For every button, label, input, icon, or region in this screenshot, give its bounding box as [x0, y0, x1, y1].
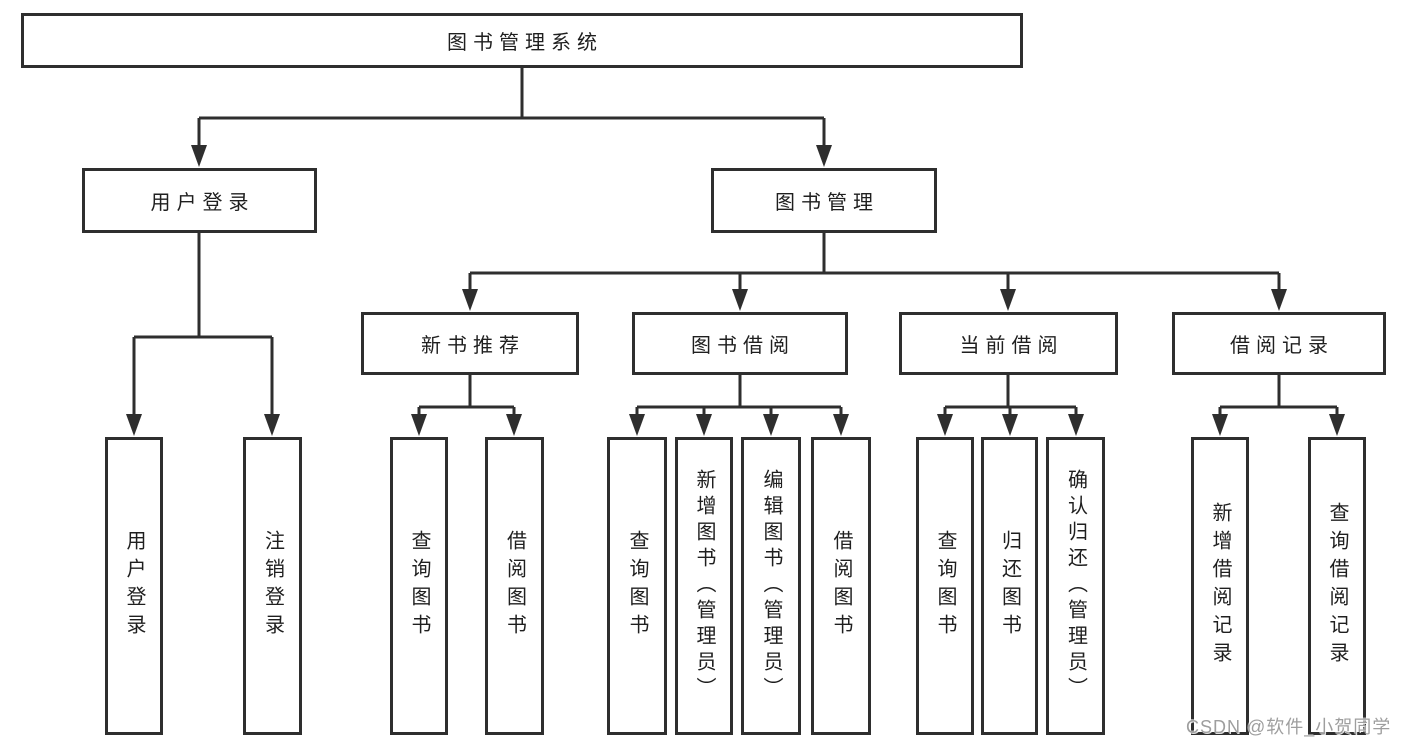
leaf-logout: 注销登录 [243, 437, 302, 735]
node-user-login: 用户登录 [82, 168, 317, 233]
node-borrow-records-label: 借阅记录 [1230, 335, 1334, 357]
node-new-book-recommend: 新书推荐 [361, 312, 579, 375]
leaf-edit-book-admin: 编辑图书（管理员） [741, 437, 801, 735]
root-connector [191, 68, 832, 167]
node-book-borrow: 图书借阅 [632, 312, 848, 375]
leaf-add-borrow-record-label: 新增借阅记录 [1209, 502, 1231, 670]
leaf-return-book: 归还图书 [981, 437, 1038, 735]
leaf-query-books-recommend: 查询图书 [390, 437, 448, 735]
node-book-borrow-label: 图书借阅 [691, 335, 795, 357]
node-root: 图书管理系统 [21, 13, 1023, 68]
current-borrow-branch-connector [937, 375, 1084, 436]
leaf-query-books-borrow: 查询图书 [607, 437, 667, 735]
book-management-branch-connector [462, 233, 1287, 311]
leaf-confirm-return-admin-label: 确认归还（管理员） [1064, 469, 1087, 703]
new-book-recommend-branch-connector [411, 375, 522, 436]
borrow-records-branch-connector [1212, 375, 1345, 436]
leaf-add-book-admin-label: 新增图书（管理员） [693, 469, 715, 703]
leaf-query-books-current: 查询图书 [916, 437, 974, 735]
leaf-borrow-books-borrow-label: 借阅图书 [830, 530, 852, 642]
csdn-watermark: CSDN @软件_小贺同学 [1186, 717, 1392, 737]
leaf-borrow-books-recommend: 借阅图书 [485, 437, 544, 735]
leaf-add-book-admin: 新增图书（管理员） [675, 437, 733, 735]
leaf-user-login-label: 用户登录 [123, 530, 145, 642]
leaf-confirm-return-admin: 确认归还（管理员） [1046, 437, 1105, 735]
node-current-borrow-label: 当前借阅 [959, 335, 1064, 357]
node-book-management-label: 图书管理 [775, 192, 879, 214]
node-current-borrow: 当前借阅 [899, 312, 1118, 375]
leaf-logout-label: 注销登录 [261, 530, 284, 642]
node-root-label: 图书管理系统 [447, 32, 603, 54]
node-new-book-recommend-label: 新书推荐 [421, 335, 525, 357]
leaf-edit-book-admin-label: 编辑图书（管理员） [760, 469, 782, 703]
leaf-borrow-books-recommend-label: 借阅图书 [503, 530, 526, 642]
leaf-return-book-label: 归还图书 [998, 530, 1021, 642]
leaf-add-borrow-record: 新增借阅记录 [1191, 437, 1249, 735]
leaf-user-login: 用户登录 [105, 437, 163, 735]
book-borrow-branch-connector [629, 375, 849, 436]
node-book-management: 图书管理 [711, 168, 937, 233]
node-borrow-records: 借阅记录 [1172, 312, 1386, 375]
user-login-branch-connector [126, 233, 280, 436]
leaf-query-books-current-label: 查询图书 [934, 530, 956, 642]
node-user-login-label: 用户登录 [150, 192, 255, 214]
leaf-query-borrow-record: 查询借阅记录 [1308, 437, 1366, 735]
leaf-query-books-borrow-label: 查询图书 [626, 530, 648, 642]
leaf-query-borrow-record-label: 查询借阅记录 [1326, 502, 1348, 670]
leaf-query-books-recommend-label: 查询图书 [408, 530, 430, 642]
leaf-borrow-books-borrow: 借阅图书 [811, 437, 871, 735]
